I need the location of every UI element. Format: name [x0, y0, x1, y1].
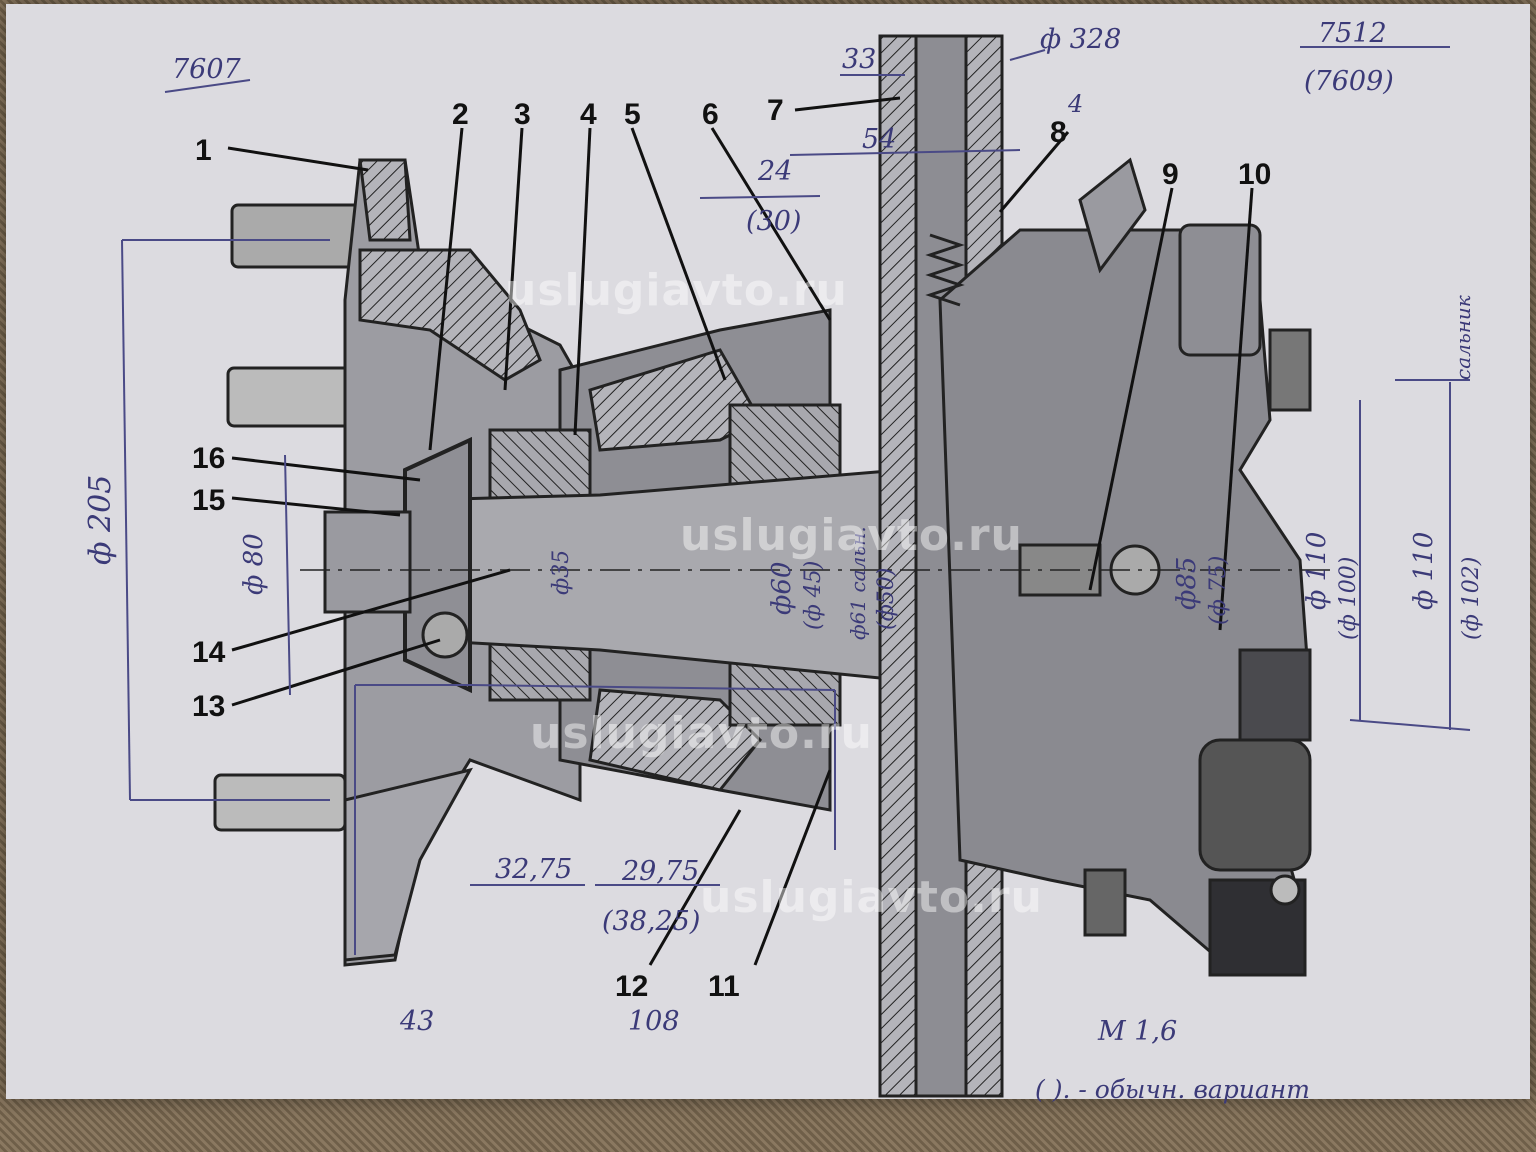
callout-9: 9 — [1162, 158, 1179, 191]
callout-13: 13 — [192, 690, 225, 723]
dim-43: 43 — [399, 1006, 434, 1037]
callout-2: 2 — [452, 98, 469, 131]
dim-d110-b: ф 110 — [1409, 532, 1439, 610]
callout-10: 10 — [1238, 158, 1271, 191]
hub-body — [213, 34, 1330, 1098]
callout-1: 1 — [195, 134, 212, 167]
dim-d35: ф35 — [549, 550, 574, 595]
note-legend: ( ). - обычн. вариант — [1035, 1075, 1310, 1104]
callout-16: 16 — [192, 442, 225, 475]
dimension-texts: ф 328 33 4 54 24 (30) ф 205 ф 80 ф35 ф60… — [83, 24, 1484, 1037]
dim-3275: 32,75 — [495, 854, 572, 885]
dim-3825: (38,25) — [602, 906, 700, 937]
leader-lines — [227, 96, 1254, 966]
dim-d75: (ф 75) — [1206, 556, 1231, 625]
watermark-1: uslugiavto.ru — [505, 265, 848, 316]
dim-30: (30) — [746, 206, 801, 237]
dim-4: 4 — [1067, 90, 1083, 118]
callout-14: 14 — [192, 636, 226, 669]
dim-d45: (ф 45) — [801, 561, 826, 630]
handwritten-notes: 7607 7512 (7609) M 1,6 ( ). - обычн. вар… — [172, 18, 1475, 1104]
note-7607: 7607 — [172, 54, 242, 85]
note-7512: 7512 — [1318, 18, 1387, 49]
dim-d205: ф 205 — [83, 475, 118, 565]
dim-d60: ф60 — [767, 562, 797, 615]
dim-d110-a: ф 110 — [1302, 532, 1332, 610]
callout-7: 7 — [767, 94, 784, 127]
dim-2975: 29,75 — [621, 856, 699, 887]
dim-108: 108 — [628, 1006, 680, 1037]
dim-d328: ф 328 — [1040, 24, 1121, 55]
dim-54: 54 — [862, 124, 896, 155]
watermarks: uslugiavto.ru uslugiavto.ru uslugiavto.r… — [505, 265, 1043, 923]
dimension-lines — [121, 46, 1471, 955]
callout-4: 4 — [580, 98, 597, 131]
watermark-4: uslugiavto.ru — [700, 872, 1043, 923]
watermark-3: uslugiavto.ru — [530, 708, 873, 759]
callout-8: 8 — [1050, 116, 1067, 149]
dim-24: 24 — [757, 156, 792, 187]
note-seal: сальник — [1451, 295, 1475, 380]
callout-12: 12 — [615, 970, 648, 1003]
dim-33: 33 — [842, 44, 876, 75]
callout-11: 11 — [708, 970, 740, 1003]
note-scale-text: M 1,6 — [1097, 1016, 1177, 1047]
dim-d80: ф 80 — [239, 533, 269, 595]
callout-numbers: 1 2 3 4 5 6 7 8 9 10 11 12 13 14 15 16 — [192, 94, 1271, 1003]
callout-5: 5 — [624, 98, 641, 131]
dim-d100: (ф 100) — [1336, 557, 1361, 640]
dim-d85: ф85 — [1172, 557, 1202, 610]
note-7609: (7609) — [1304, 66, 1394, 97]
callout-3: 3 — [514, 98, 531, 131]
dim-d50: (ф50) — [874, 568, 899, 630]
dim-d61: ф61 сальн. — [846, 526, 870, 640]
callout-6: 6 — [702, 98, 719, 131]
dim-d102: (ф 102) — [1459, 557, 1484, 640]
watermark-2: uslugiavto.ru — [680, 510, 1023, 561]
callout-15: 15 — [192, 484, 225, 517]
